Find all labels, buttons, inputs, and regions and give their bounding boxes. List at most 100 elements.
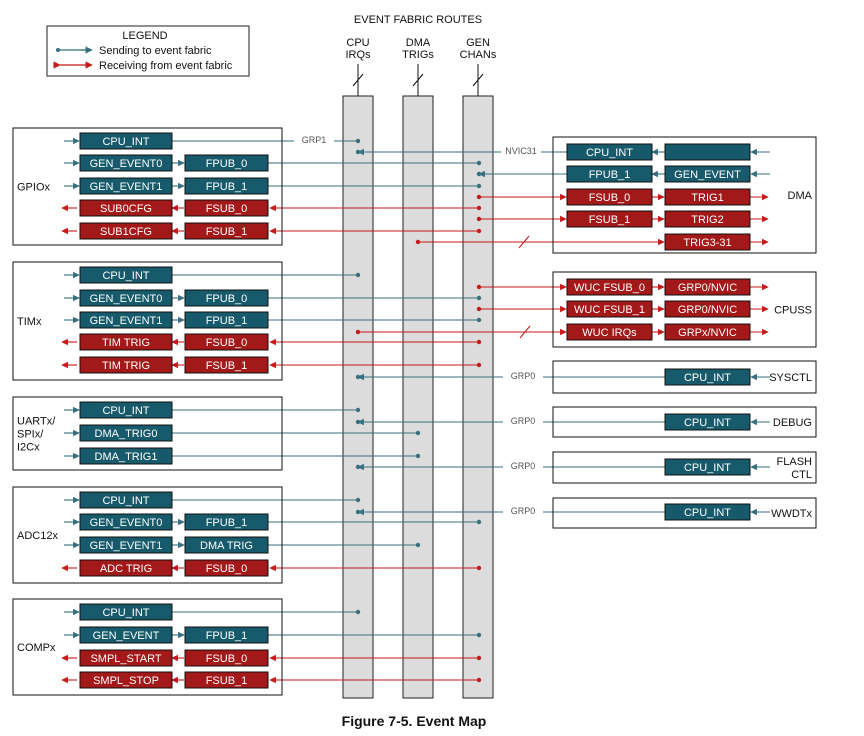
block-dma-trig: DMA TRIG (184, 536, 269, 554)
block-label: CPU_INT (586, 147, 633, 159)
block-label: GEN_EVENT0 (90, 517, 163, 529)
block-smpl-stop: SMPL_STOP (79, 671, 173, 689)
peripheral-label: GPIOx (17, 182, 51, 194)
block-label: GRP0/NVIC (678, 282, 737, 294)
block-smpl-start: SMPL_START (79, 649, 173, 667)
bus-junction-dot (476, 194, 482, 200)
peripheral-label: COMPx (17, 642, 56, 654)
bus-junction-dot (355, 497, 361, 503)
block-cpu-int: CPU_INT (566, 143, 653, 161)
bus-junction-dot (476, 677, 482, 683)
peripheral-label: I2Cx (17, 442, 40, 454)
block-cpu-int: CPU_INT (664, 503, 751, 521)
block-gen-event0: GEN_EVENT0 (79, 154, 173, 172)
legend-title: LEGEND (122, 30, 167, 42)
bus-junction-dot (415, 239, 421, 245)
block-label: TIM TRIG (102, 337, 150, 349)
bus-width-slash (412, 73, 424, 87)
block-fsub-1: FSUB_1 (566, 210, 653, 228)
block-label: FSUB_0 (206, 563, 248, 575)
block-label: GEN_EVENT (93, 630, 160, 642)
block-label: WUC IRQs (582, 327, 637, 339)
block-label: CPU_INT (102, 405, 149, 417)
block-cpu-int: CPU_INT (79, 401, 173, 419)
block-label: FSUB_1 (206, 226, 248, 238)
block-label: CPU_INT (684, 462, 731, 474)
peripheral-label: CTL (791, 469, 812, 481)
block-sub1cfg: SUB1CFG (79, 222, 173, 240)
block-tim-trig: TIM TRIG (79, 333, 173, 351)
block-label: ADC TRIG (100, 563, 152, 575)
bus-width-slash (352, 73, 364, 87)
block-adc-trig: ADC TRIG (79, 559, 173, 577)
peripheral-label: SYSCTL (769, 372, 812, 384)
block-undefined (664, 143, 751, 161)
route-tag-bg (503, 369, 543, 381)
bus-junction-dot (476, 317, 482, 323)
bus-junction-dot (355, 464, 361, 470)
block-cpu-int: CPU_INT (79, 266, 173, 284)
bus-junction-dot (476, 339, 482, 345)
block-fpub-0: FPUB_0 (184, 154, 269, 172)
peripheral-frame-cpuss (552, 271, 817, 348)
block-fpub-1: FPUB_1 (184, 513, 269, 531)
block-label: FPUB_1 (206, 630, 248, 642)
block-label: FPUB_1 (206, 517, 248, 529)
block-label: SUB0CFG (100, 203, 152, 215)
bus-width-slash (518, 235, 530, 249)
legend-receiving-label: Receiving from event fabric (99, 60, 233, 72)
block-gen-event1: GEN_EVENT1 (79, 311, 173, 329)
block-gen-event: GEN_EVENT (79, 626, 173, 644)
route-tag-bg (503, 504, 543, 516)
block-sub0cfg: SUB0CFG (79, 199, 173, 217)
peripheral-label: FLASH (777, 456, 813, 468)
bus-junction-dot (415, 542, 421, 548)
block-fsub-1: FSUB_1 (184, 671, 269, 689)
block-wuc-fsub-0: WUC FSUB_0 (566, 278, 653, 296)
block-fsub-0: FSUB_0 (184, 559, 269, 577)
bus-junction-dot (476, 632, 482, 638)
fabric-column-header: TRIGs (402, 49, 434, 61)
bus-junction-dot (476, 306, 482, 312)
block-label: FSUB_0 (206, 337, 248, 349)
block-label: SUB1CFG (100, 226, 152, 238)
route-tag: GRP0 (511, 461, 536, 471)
block-label: TRIG1 (691, 192, 723, 204)
block-wuc-fsub-1: WUC FSUB_1 (566, 300, 653, 318)
block-label: FPUB_0 (206, 293, 248, 305)
fabric-bus-dma (402, 95, 434, 699)
block-label: SMPL_STOP (93, 675, 159, 687)
peripheral-frame-sysctl (552, 360, 817, 394)
figure-caption: Figure 7-5. Event Map (342, 713, 487, 729)
peripheral-label: UARTx/ (17, 416, 56, 428)
peripheral-frame-gpiox (12, 127, 283, 246)
peripheral-frame-uartx-spix-i2cx (12, 396, 283, 471)
block-cpu-int: CPU_INT (79, 491, 173, 509)
bus-junction-dot (476, 216, 482, 222)
block-label: TIM TRIG (102, 360, 150, 372)
block-label: FSUB_0 (206, 203, 248, 215)
block-label: CPU_INT (102, 270, 149, 282)
bus-junction-dot (476, 171, 482, 177)
block-label: CPU_INT (684, 372, 731, 384)
block-label: FSUB_0 (589, 192, 631, 204)
block-label: GEN_EVENT (674, 169, 741, 181)
route-tag: GRP0 (511, 506, 536, 516)
block-label: SMPL_START (90, 653, 161, 665)
bus-width-slash (519, 325, 531, 339)
legend-send-dot (56, 48, 60, 52)
route-tag: GRP0 (511, 371, 536, 381)
bus-junction-dot (355, 138, 361, 144)
block-fsub-1: FSUB_1 (184, 222, 269, 240)
fabric-bus-cpu (342, 95, 374, 699)
peripheral-frame-adc12x (12, 486, 283, 584)
block-grp0-nvic: GRP0/NVIC (664, 278, 751, 296)
peripheral-frame-timx (12, 261, 283, 381)
bus-junction-dot (476, 183, 482, 189)
fabric-title: EVENT FABRIC ROUTES (354, 14, 482, 26)
peripheral-label: CPUSS (774, 305, 812, 317)
block-label: CPU_INT (102, 136, 149, 148)
